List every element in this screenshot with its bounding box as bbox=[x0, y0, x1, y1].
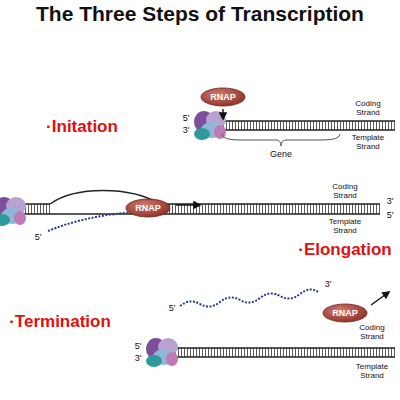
release-arrow bbox=[371, 292, 389, 305]
end-label: 3' bbox=[183, 126, 190, 136]
end-label: 5' bbox=[135, 342, 142, 352]
dna-elongation bbox=[15, 191, 380, 215]
step-heading: ·Elongation bbox=[298, 241, 391, 260]
gene-brace bbox=[222, 134, 340, 146]
dna-termination bbox=[170, 348, 395, 357]
strand-label: Coding Strand bbox=[351, 324, 393, 342]
dna-initiation bbox=[212, 121, 395, 130]
end-label: 5' bbox=[183, 114, 190, 124]
gene-label: Gene bbox=[270, 150, 292, 160]
end-label: 3' bbox=[387, 197, 394, 207]
end-label: 5' bbox=[169, 304, 176, 314]
rna-strand bbox=[48, 212, 135, 231]
promoter-complex bbox=[146, 338, 178, 367]
strand-label: Coding Strand bbox=[324, 183, 366, 201]
rnap-enzyme: RNAP bbox=[125, 198, 171, 218]
strand-label: Coding Strand bbox=[347, 100, 389, 118]
promoter-complex bbox=[194, 111, 226, 140]
binding-arrow bbox=[222, 109, 223, 119]
end-label: 5' bbox=[35, 233, 42, 243]
strand-label: Template Strand bbox=[347, 134, 389, 152]
enzyme-name: RNAP bbox=[210, 92, 236, 102]
diagram-title: The Three Steps of Transcription bbox=[0, 2, 400, 26]
rnap-enzyme: RNAP bbox=[322, 303, 368, 323]
rna-strand bbox=[180, 289, 318, 306]
enzyme-name: RNAP bbox=[332, 308, 358, 318]
step-heading: ·Termination bbox=[9, 313, 111, 332]
strand-label: Template Strand bbox=[351, 363, 393, 381]
rnap-enzyme: RNAP bbox=[200, 87, 246, 107]
end-label: 5' bbox=[387, 211, 394, 221]
promoter-complex bbox=[0, 197, 26, 226]
direction-arrow bbox=[176, 204, 200, 205]
enzyme-name: RNAP bbox=[135, 203, 161, 213]
end-label: 3' bbox=[135, 354, 142, 364]
strand-label: Template Strand bbox=[324, 218, 366, 236]
step-heading: ·Initation bbox=[46, 118, 118, 137]
end-label: 3' bbox=[325, 280, 332, 290]
